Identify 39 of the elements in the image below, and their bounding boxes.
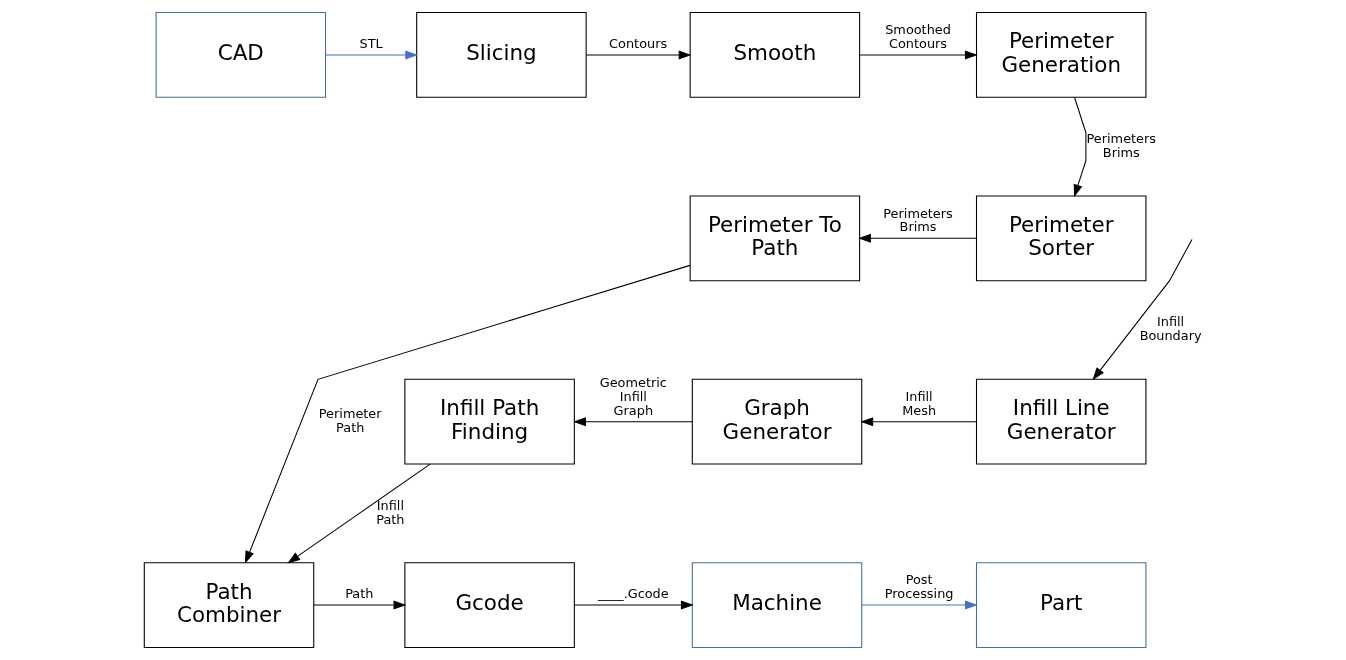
node-box: Graph Generator: [691, 378, 863, 465]
arrow: [287, 463, 431, 564]
arrow: [858, 233, 977, 243]
arrow: [585, 50, 692, 60]
arrow: [860, 417, 977, 427]
edge-label: Path: [345, 586, 374, 602]
arrow: [313, 600, 407, 610]
node-box: Infill Path Finding: [404, 378, 575, 465]
edge-label: Infill Boundary: [1139, 314, 1202, 344]
node-box: Gcode: [404, 562, 575, 648]
node-box: Path Combiner: [143, 562, 315, 648]
node-box: Infill Line Generator: [975, 378, 1147, 465]
arrow: [859, 50, 978, 60]
node-box: Perimeter Sorter: [975, 195, 1147, 282]
arrow: [574, 600, 694, 610]
node-box: Perimeter To Path: [689, 195, 861, 282]
node-box: Slicing: [416, 12, 587, 98]
arrow: [1092, 238, 1193, 381]
edge-label: Infill Path: [376, 497, 405, 527]
edge-label: Perimeter Path: [318, 406, 382, 435]
node-box: Perimeter Generation: [975, 12, 1147, 98]
edge-label: STL: [359, 36, 383, 52]
node-box: Smooth: [689, 12, 861, 98]
edge-label: Contours: [609, 36, 668, 52]
edge-label: Smoothed Contours: [885, 22, 951, 52]
edge-label: Post Processing: [884, 572, 954, 602]
node-box: CAD: [155, 12, 327, 98]
arrow: [861, 600, 978, 610]
edge-label: Infill Mesh: [902, 388, 937, 418]
node-box: Part: [975, 562, 1147, 648]
arrow: [1073, 96, 1087, 198]
arrow: [325, 50, 419, 60]
edge-label: Geometric Infill Graph: [599, 374, 667, 418]
arrow: [573, 417, 693, 427]
node-box: Machine: [691, 562, 863, 648]
edge-label: Perimeters Brims: [883, 205, 953, 235]
arrow: [244, 264, 691, 564]
edge-label: ____.Gcode: [597, 586, 669, 602]
edge-label: Perimeters Brims: [1086, 130, 1156, 160]
